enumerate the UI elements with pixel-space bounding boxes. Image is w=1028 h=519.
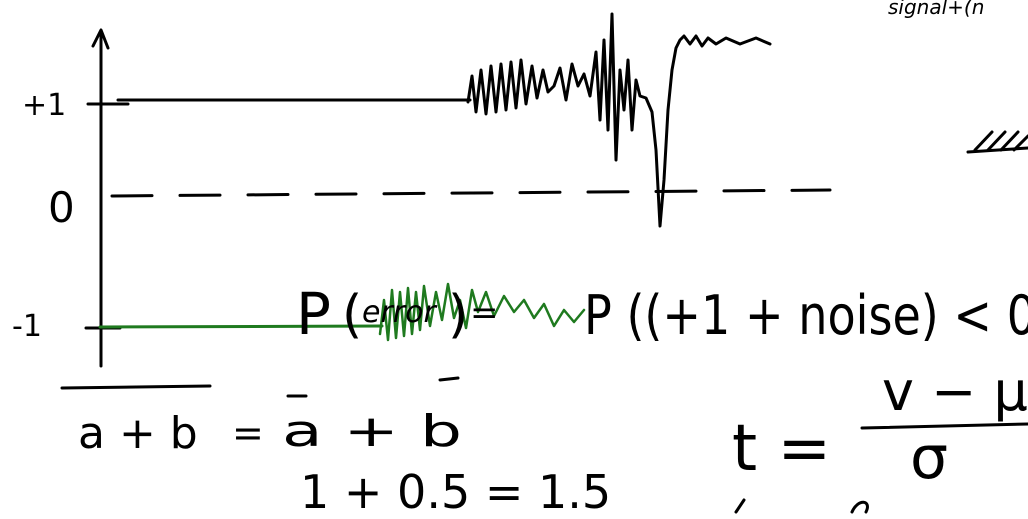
error-lhs-word: error: [362, 295, 437, 330]
error-equals-sign: =: [470, 293, 499, 333]
partial-stroke-bottom: [734, 498, 869, 514]
t-statistic-formula: t = v − μ σ: [732, 360, 1028, 493]
error-rhs: P ((+1 + noise) < 0): [584, 284, 1028, 347]
fraction-bar: [860, 422, 1028, 430]
mean-identity: a + b = a + b: [60, 376, 462, 459]
error-lhs-open-paren: (: [342, 285, 362, 345]
mean-identity-rhs: a + b: [282, 406, 462, 457]
arithmetic-example: 1 + 0.5 = 1.5: [300, 465, 611, 519]
minus-one-level-line: [98, 324, 384, 329]
tick-label-minus-one: -1: [12, 309, 42, 344]
mean-identity-lhs: a + b: [78, 408, 198, 459]
corner-note: signal+(n: [888, 0, 984, 19]
error-probability-expression: P ( error ) = P ((+1 + noise) < 0): [296, 280, 1028, 348]
zero-dashed-line: [110, 188, 832, 198]
t-statistic-lhs: t =: [732, 412, 831, 486]
noisy-signal-curve: [466, 12, 772, 228]
overline-b: [438, 376, 460, 382]
tick-label-zero: 0: [48, 183, 75, 232]
tick-label-plus-one: +1: [22, 88, 66, 123]
t-statistic-numerator: v − μ: [882, 360, 1028, 423]
ground-hatch-mark: [966, 130, 1028, 154]
t-statistic-denominator: σ: [910, 423, 948, 493]
mean-identity-equals: =: [232, 411, 264, 455]
green-noise-scribble: [378, 282, 586, 342]
overline-a-plus-b: [60, 384, 212, 390]
axis-arrowhead: [91, 28, 110, 50]
error-lhs-p: P: [296, 280, 331, 348]
error-lhs-close-paren: ): [448, 285, 468, 345]
